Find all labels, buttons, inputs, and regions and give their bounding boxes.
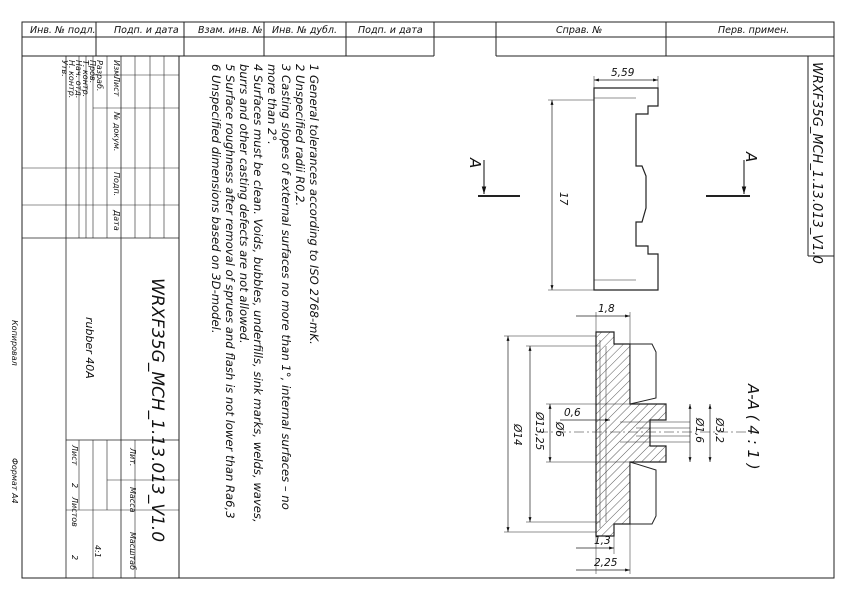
stamp-podp: Подп. [112,172,121,196]
dim-0-6: 0,6 [564,407,581,419]
dim-5-59: 5,59 [611,67,635,79]
note-2: 2 Unspecified radii R0,2. [293,64,307,206]
dim-dia-1-6: Ø1,6 [693,417,705,443]
header-table: Инв. № подл. Подп. и дата Взам. инв. № И… [21,22,834,57]
stamp-listov-label: Листов [70,496,79,527]
dim-dia-13-25: Ø13,25 [533,411,545,451]
stamp-izm: Изм. [112,60,121,79]
section-letter-left: A [466,157,484,168]
stamp-listov-value: 2 [70,555,79,560]
note-4-cont: burrs and other casting defects are not … [237,64,251,344]
section-title: A-A ( 4 : 1 ) [744,383,762,470]
stamp-t-kontr: Т. контр. [81,60,90,97]
title-block: Изм. Лист № докум. Подп. Дата Разраб. Пр… [21,55,180,579]
dim-dia-6: Ø6 [553,421,565,437]
stamp-list: Лист [112,75,121,97]
top-view: 17 5,59 [548,67,659,291]
stamp-list-label: Лист [70,444,79,466]
footer-kopiroval: Копировал [10,320,19,366]
note-1: 1 General tolerances according to ISO 27… [307,64,321,345]
note-4: 4 Surfaces must be clean. Voids, bubbles… [251,64,265,523]
dim-dia-14: Ø14 [511,423,523,446]
header-podp-data-2: Подп. и дата [358,25,423,36]
header-sprav: Справ. № [556,25,602,36]
corner-code: WRXF35G_MCH_1.13.013_V1.0 [809,62,824,264]
dim-dia-3-2: Ø3,2 [713,417,725,443]
note-6: 6 Unspecified dimensions based on 3D-mod… [209,64,223,334]
stamp-lit-label: Лит. [128,447,137,466]
dim-1-3: 1,3 [594,535,611,547]
stamp-massa-label: Масса [128,487,137,513]
stamp-list-value: 2 [70,483,79,488]
stamp-n-kontr: Н. контр. [67,60,76,98]
stamp-material: rubber 40A [83,317,96,379]
footer-format: Формат А4 [10,458,19,504]
header-perv-primen: Перв. примен. [718,25,789,36]
section-marker-right: A [706,151,760,197]
section-letter-right: A [742,151,760,162]
section-view: 1,8 0,6 Ø14 Ø13,25 Ø6 Ø1,6 Ø3,2 [504,303,762,574]
stamp-masshtab-label: Масштаб [128,532,137,570]
stamp-nach-otd: Нач. отд. [74,60,83,98]
dim-17: 17 [557,192,569,206]
note-3-cont: more than 2°. [265,64,279,145]
stamp-razrab: Разраб. [95,60,104,91]
technical-notes: 1 General tolerances according to ISO 27… [209,64,321,523]
note-5: 5 Surface roughness after removal of spr… [223,64,237,519]
stamp-designation: WRXF35G_MCH_1.13.013_V1.0 [147,278,167,542]
dim-1-8: 1,8 [598,303,615,315]
header-vzam-inv: Взам. инв. № [198,25,263,36]
corner-code-box: WRXF35G_MCH_1.13.013_V1.0 [807,56,834,264]
note-3: 3 Casting slopes of external surfaces no… [279,64,293,510]
stamp-dokum: № докум. [112,111,121,151]
stamp-utv: Утв. [60,60,69,77]
header-inv-podl: Инв. № подл. [30,25,96,36]
header-podp-data-1: Подп. и дата [114,25,179,36]
stamp-masshtab-value: 4:1 [93,545,102,558]
dim-2-25: 2,25 [594,557,618,569]
header-inv-dubl: Инв. № дубл. [272,25,337,36]
stamp-data: Дата [112,209,121,231]
sheet-frame [21,21,835,579]
section-marker-left: A [466,157,520,197]
stamp-prov: Пров. [88,60,97,83]
